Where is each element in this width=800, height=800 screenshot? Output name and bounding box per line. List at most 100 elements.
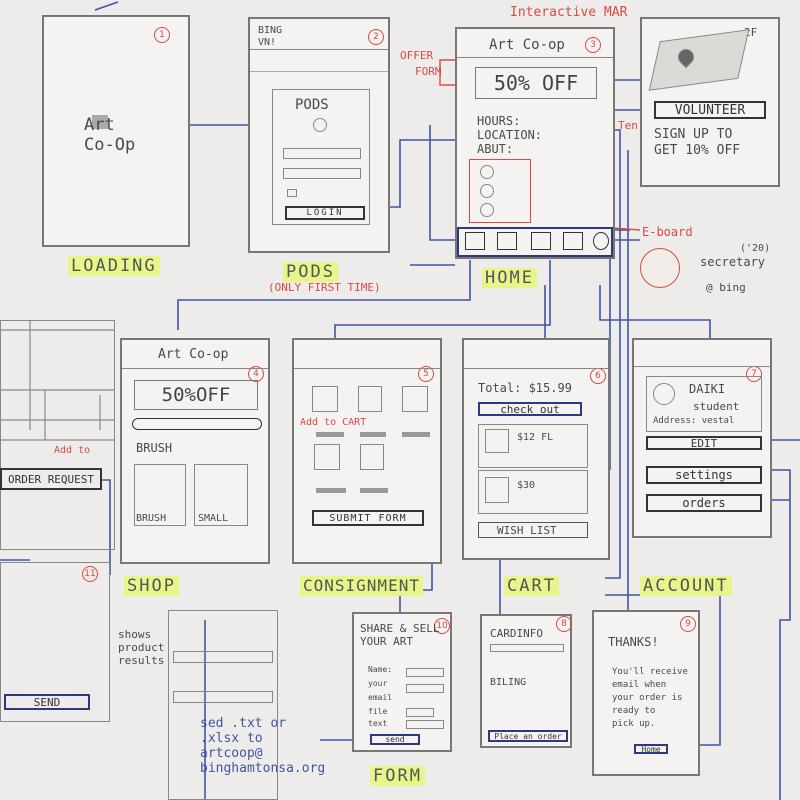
remember-checkbox[interactable]	[287, 189, 297, 197]
info-location: LOCATION:	[477, 129, 542, 141]
tab-cart[interactable]	[563, 232, 583, 250]
account-name: DAIKI	[689, 383, 725, 395]
tab-shop[interactable]	[497, 232, 517, 250]
pods-card: PODS LOGIN	[272, 89, 370, 225]
screen-number: 1	[154, 27, 170, 43]
tab-consignment[interactable]	[531, 232, 551, 250]
cart-item: $30	[478, 470, 588, 514]
form-send-button[interactable]: send	[370, 734, 420, 745]
pods-label: PODS	[283, 262, 338, 282]
cardinfo-screen: 8 CARDINFO BILING Place an order	[480, 614, 572, 748]
cart-label: CART	[504, 576, 559, 596]
shop-label: SHOP	[124, 576, 179, 596]
cardinfo-title: CARDINFO	[490, 628, 543, 639]
screen-number: 2	[368, 29, 384, 45]
home-button[interactable]: Home	[634, 744, 668, 754]
name-field[interactable]	[406, 668, 444, 677]
billing-label: BILING	[490, 678, 526, 688]
item-price: $12 FL	[517, 433, 553, 443]
thanks-screen: 9 THANKS! You'll receive email when your…	[592, 610, 700, 776]
screen-number: 6	[590, 368, 606, 384]
account-label: ACCOUNT	[640, 576, 732, 596]
info-hours: HOURS:	[477, 115, 520, 127]
consignment-label: CONSIGNMENT	[300, 576, 423, 596]
logo-text: Art Co-Op	[84, 115, 135, 155]
password-field[interactable]	[283, 168, 361, 179]
card-number-field[interactable]	[490, 644, 564, 652]
wishlist-button[interactable]: WISH LIST	[478, 522, 588, 538]
pods-title: PODS	[295, 98, 329, 112]
volunteer-button[interactable]: VOLUNTEER	[654, 101, 766, 119]
eboard-email: @ bing	[706, 282, 746, 293]
avatar	[480, 184, 494, 198]
item-price: $30	[517, 481, 535, 491]
loading-label: LOADING	[68, 256, 160, 276]
home-screen: Art Co-op 3 50% OFF HOURS: LOCATION: ABU…	[455, 27, 615, 259]
thanks-title: THANKS!	[608, 636, 659, 648]
consignment-screen: 5 SUBMIT FORM	[292, 338, 442, 564]
screen-number: 3	[585, 37, 601, 53]
annotation-interactive: Interactive MAR	[510, 6, 627, 19]
field-label: file	[368, 708, 387, 716]
field-label: text	[368, 720, 387, 728]
shop-screen: Art Co-op 4 50%OFF BRUSH BRUSH SMALL	[120, 338, 270, 564]
pods-screen: BING VN! 2 PODS LOGIN	[248, 17, 390, 253]
home-label: HOME	[482, 268, 537, 288]
art-thumb[interactable]	[358, 386, 382, 412]
order-request-screen	[0, 320, 115, 550]
account-role: student	[693, 401, 739, 412]
screen-number: 9	[680, 616, 696, 632]
product-name: BRUSH	[136, 514, 166, 524]
login-button[interactable]: LOGIN	[285, 206, 365, 220]
text-field[interactable]	[406, 720, 444, 729]
ar-map-image	[649, 29, 750, 90]
category-label: BRUSH	[136, 442, 172, 454]
pods-sublabel: (ONLY FIRST TIME)	[268, 282, 381, 293]
thanks-message: You'll receive email when your order is …	[612, 666, 688, 731]
order-request-button[interactable]: ORDER REQUEST	[0, 468, 102, 490]
avatar	[653, 383, 675, 405]
pods-avatar	[313, 118, 327, 132]
submit-form-button[interactable]: SUBMIT FORM	[312, 510, 424, 526]
eboard-role: secretary	[700, 256, 765, 268]
tab-account[interactable]	[593, 232, 609, 250]
art-thumb[interactable]	[312, 386, 338, 412]
edit-button[interactable]: EDIT	[646, 436, 762, 450]
art-thumb[interactable]	[402, 386, 428, 412]
file-field[interactable]	[406, 708, 434, 717]
annotation-offer: OFFER	[400, 50, 433, 61]
annotation-add-to-cart: Add to CART	[300, 418, 366, 428]
home-title: Art Co-op	[489, 38, 565, 52]
art-thumb[interactable]	[314, 444, 340, 470]
promo-banner[interactable]: 50%OFF	[134, 380, 258, 410]
cart-item: $12 FL	[478, 424, 588, 468]
account-address: Address: vestal	[653, 417, 734, 426]
orders-button[interactable]: orders	[646, 494, 762, 512]
place-order-button[interactable]: Place an order	[488, 730, 568, 742]
info-about: ABUT:	[477, 143, 513, 155]
eboard-year: ('20)	[740, 244, 770, 254]
settings-button[interactable]: settings	[646, 466, 762, 484]
bing-text: BING VN!	[258, 25, 282, 49]
cart-total: Total: $15.99	[478, 382, 572, 394]
art-thumb[interactable]	[360, 444, 384, 470]
search-input[interactable]	[132, 418, 262, 430]
checkout-button[interactable]: check out	[478, 402, 582, 416]
form-label: FORM	[370, 766, 425, 786]
annotation-ten: Ten	[618, 120, 638, 131]
tab-home[interactable]	[465, 232, 485, 250]
screen-number: 11	[82, 566, 98, 582]
field-label: email	[368, 694, 392, 702]
form-screen: 10 SHARE & SELL YOUR ART Name: your emai…	[352, 612, 452, 752]
annotation-send-to: sed .txt or .xlsx to artcoop@ binghamton…	[200, 716, 325, 776]
avatar	[480, 165, 494, 179]
promo-banner[interactable]: 50% OFF	[475, 67, 597, 99]
eboard-list	[469, 159, 531, 223]
loading-screen: 1 Art Co-Op	[42, 15, 190, 247]
signup-text: SIGN UP TO GET 10% OFF	[654, 127, 740, 159]
send-button[interactable]: SEND	[4, 694, 90, 710]
ar-screen: 2F VOLUNTEER SIGN UP TO GET 10% OFF	[640, 17, 780, 187]
email-field[interactable]	[406, 684, 444, 693]
screen-number: 8	[556, 616, 572, 632]
username-field[interactable]	[283, 148, 361, 159]
